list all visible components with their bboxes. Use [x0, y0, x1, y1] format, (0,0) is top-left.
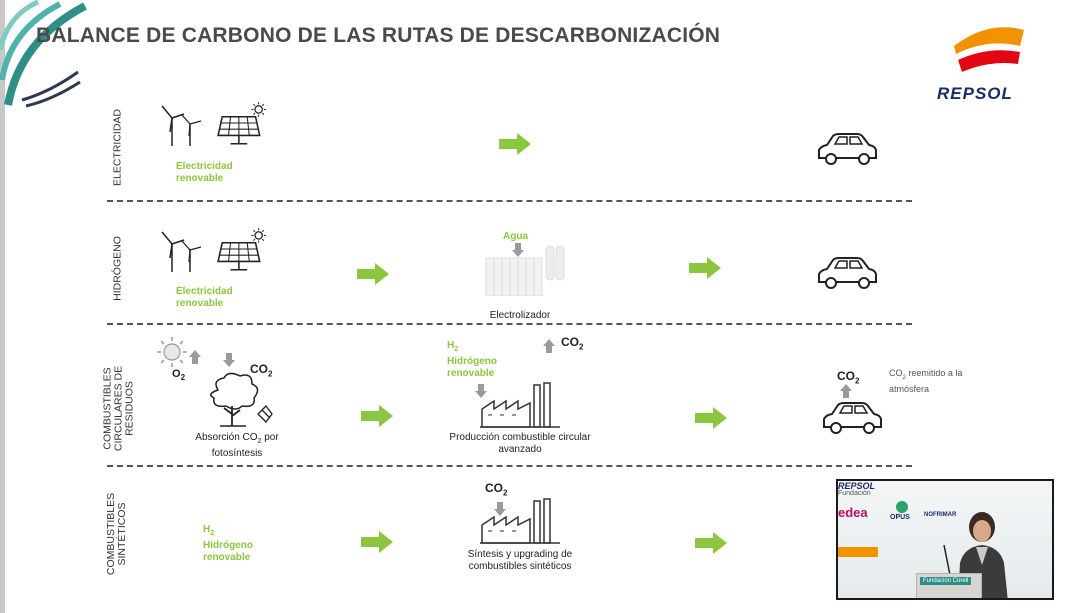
- repsol-wordmark: REPSOL: [937, 84, 1013, 103]
- co2-absorb-arrow-icon: [223, 353, 235, 367]
- h2-label: H2 Hidrógeno renovable: [203, 524, 253, 563]
- co2-tree-label: CO2: [250, 362, 273, 379]
- row-label-circulares: COMBUSTIBLES CIRCULARES DE RESIDUOS: [101, 365, 136, 452]
- sponsor-opus: OPUS: [890, 514, 910, 521]
- speaker-video-overlay: REPSOL Fundación edea OPUS NOFRIMAR Fund…: [836, 479, 1054, 600]
- podium-sign: Fundación Corell: [920, 577, 972, 585]
- co2-reemitted-note: CO2 reemitido a la atmósfera: [889, 368, 963, 394]
- sponsor-nofrimar: NOFRIMAR: [924, 512, 957, 518]
- h2-label: H2 Hidrógeno renovable: [447, 340, 497, 379]
- row-divider: [107, 465, 912, 467]
- repsol-logo-icon: [954, 27, 1024, 72]
- sponsor-repsol: REPSOL: [838, 481, 876, 491]
- row-label-sinteticos: COMBUSTIBLES SINTÉTICOS: [105, 492, 128, 576]
- car-icon: [820, 401, 884, 437]
- solar-panel-icon: [216, 228, 268, 272]
- flow-arrow-icon: [361, 405, 393, 427]
- sponsor-edea: edea: [838, 505, 868, 520]
- water-label: Agua: [503, 231, 528, 242]
- flow-arrow-icon: [361, 531, 393, 553]
- flow-arrow-icon: [689, 257, 721, 279]
- absorption-caption: Absorción CO2 por fotosíntesis: [195, 432, 279, 459]
- factory-icon: [480, 370, 560, 428]
- electrolyzer-caption: Electrolizador: [489, 310, 551, 321]
- renewable-electricity-label: Electricidad renovable: [176, 161, 233, 184]
- flow-arrow-icon: [499, 133, 531, 155]
- co2-factory-label: CO2: [561, 335, 584, 352]
- synthetic-process-caption: Síntesis y upgrading de combustibles sin…: [467, 549, 573, 572]
- solar-panel-icon: [216, 102, 268, 146]
- opus-logo-icon: [896, 501, 908, 513]
- row-label-hidrogeno: HIDRÓGENO: [111, 236, 124, 301]
- slide-title: BALANCE DE CARBONO DE LAS RUTAS DE DESCA…: [36, 24, 721, 47]
- wind-turbine-icon: [158, 104, 208, 146]
- co2-release-arrow-icon: [543, 339, 555, 353]
- co2-emission-arrow-icon: [840, 384, 852, 398]
- slide-left-bar: [0, 0, 5, 613]
- o2-label: O2: [172, 368, 186, 383]
- o2-release-arrow-icon: [189, 350, 201, 364]
- electrolyzer-icon: [485, 245, 565, 296]
- car-icon: [815, 256, 879, 292]
- wind-turbine-icon: [158, 230, 208, 272]
- circular-production-caption: Producción combustible circular avanzado: [449, 432, 591, 455]
- factory-icon: [480, 484, 560, 544]
- renewable-electricity-label: Electricidad renovable: [176, 286, 233, 309]
- flow-arrow-icon: [695, 407, 727, 429]
- sponsor-fundacion: Fundación: [838, 490, 871, 497]
- flow-arrow-icon: [695, 532, 727, 554]
- sun-icon: [157, 337, 187, 367]
- corner-swoosh-logo: [0, 0, 87, 108]
- sponsor-strip: [838, 547, 878, 557]
- car-icon: [815, 132, 879, 168]
- row-label-electricidad: ELECTRICIDAD: [111, 109, 124, 187]
- flow-arrow-icon: [357, 263, 389, 285]
- co2-factory-label: CO2: [485, 481, 508, 498]
- row-divider: [107, 323, 912, 325]
- co2-car-label: CO2: [837, 369, 860, 386]
- row-divider: [107, 200, 912, 202]
- tree-icon: [210, 372, 273, 427]
